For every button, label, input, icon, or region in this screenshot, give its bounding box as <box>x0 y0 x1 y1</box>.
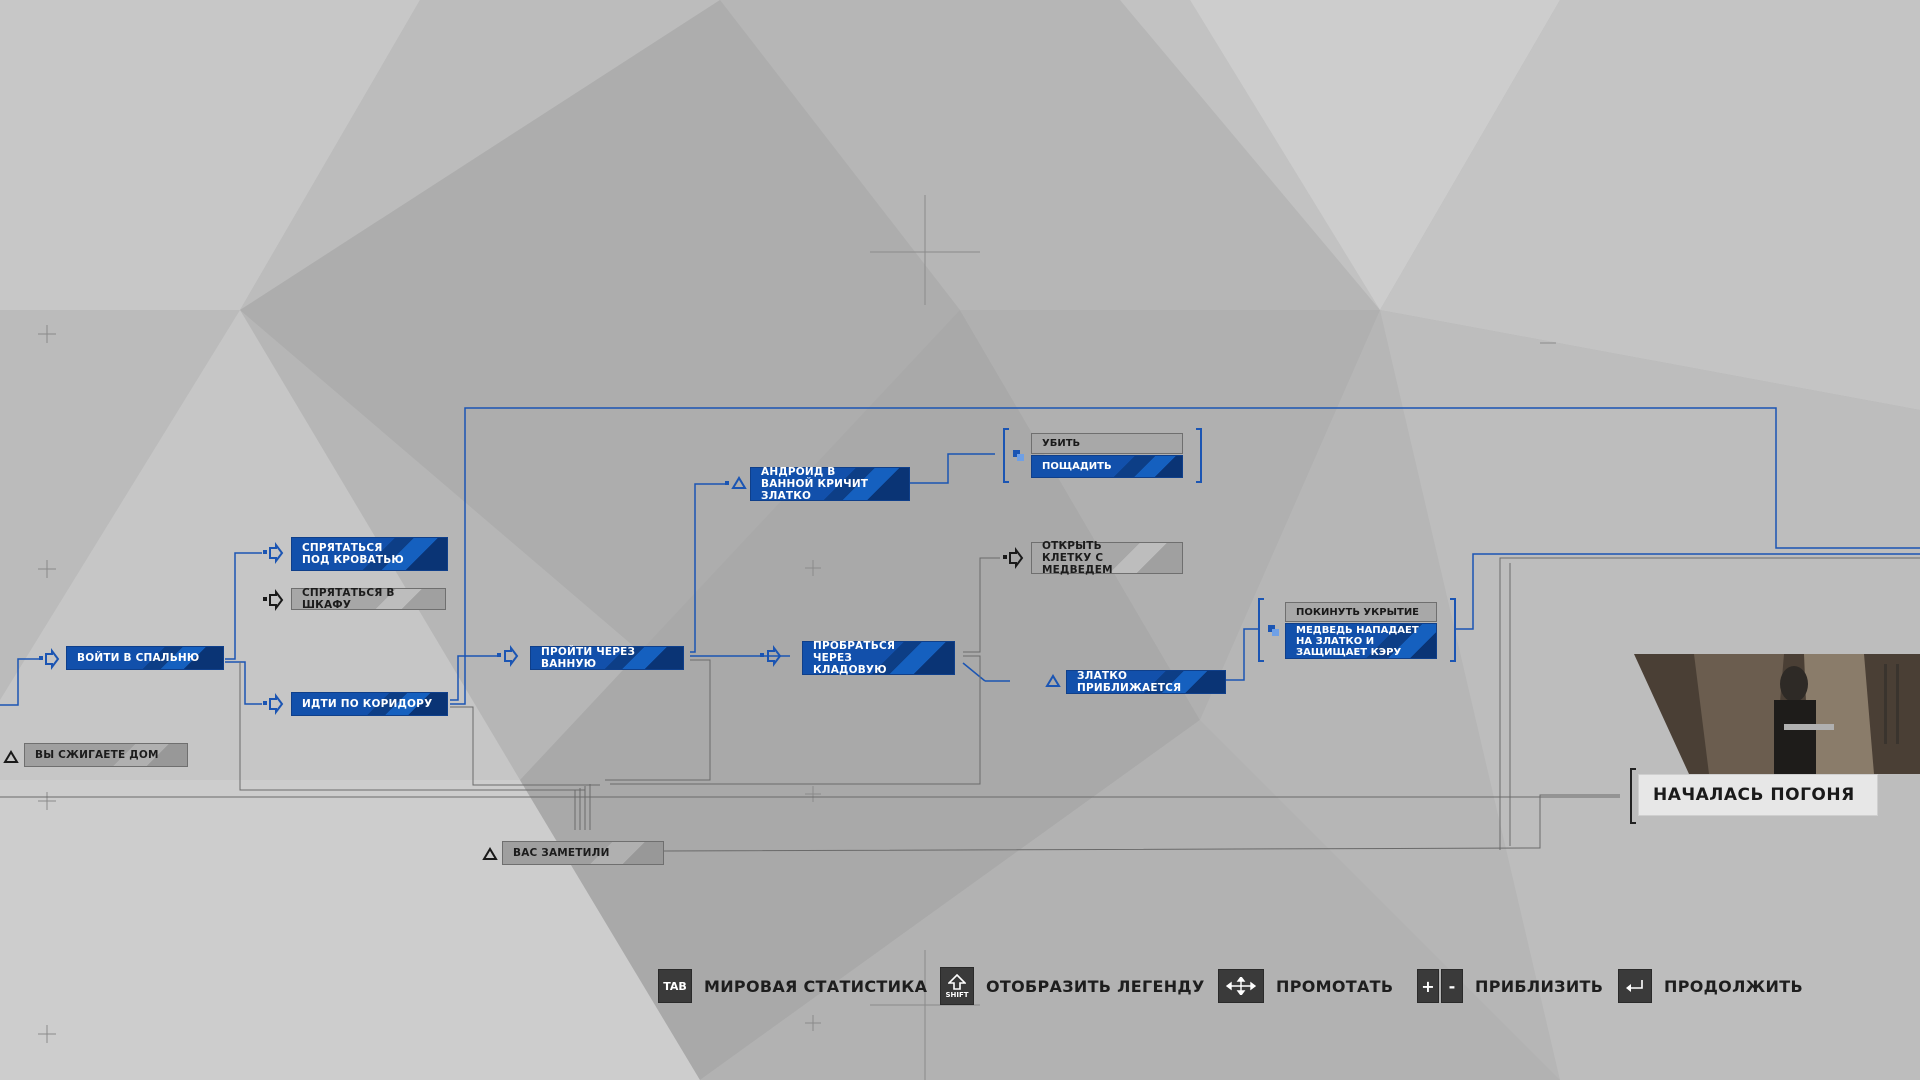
node-through-storage[interactable]: ПРОБРАТЬСЯ ЧЕРЕЗ КЛАДОВУЮ <box>802 640 955 676</box>
choice-option-spare[interactable]: ПОЩАДИТЬ <box>1031 455 1183 478</box>
node-label: ПРОБРАТЬСЯ ЧЕРЕЗ КЛАДОВУЮ <box>813 640 896 676</box>
node-zlatko-approaches[interactable]: ЗЛАТКО ПРИБЛИЖАЕТСЯ <box>1066 670 1226 694</box>
move-arrows-icon <box>1218 969 1264 1003</box>
choice-kill-spare: УБИТЬ ПОЩАДИТЬ <box>1031 433 1183 478</box>
hint-zoom[interactable]: + - ПРИБЛИЗИТЬ <box>1417 968 1603 1004</box>
chase-thumbnail[interactable] <box>1634 654 1920 774</box>
node-hide-under-bed[interactable]: СПРЯТАТЬСЯ ПОД КРОВАТЬЮ <box>291 537 448 571</box>
node-label: ОТКРЫТЬ КЛЕТКУ С МЕДВЕДЕМ <box>1042 540 1113 576</box>
tab-key-icon: TAB <box>658 969 692 1003</box>
hint-label: МИРОВАЯ СТАТИСТИКА <box>704 976 928 996</box>
up-arrow-icon <box>948 973 966 990</box>
node-label: ВЫ СЖИГАЕТЕ ДОМ <box>35 749 159 761</box>
node-spotted[interactable]: ВАС ЗАМЕТИЛИ <box>502 841 664 865</box>
choice-option-bear-attacks[interactable]: МЕДВЕДЬ НАПАДАЕТ НА ЗЛАТКО И ЗАЩИЩАЕТ КЭ… <box>1285 623 1437 659</box>
node-go-corridor[interactable]: ИДТИ ПО КОРИДОРУ <box>291 692 448 716</box>
node-chase-started[interactable]: НАЧАЛАСЬ ПОГОНЯ <box>1638 774 1878 816</box>
key-label: TAB <box>663 979 687 993</box>
hint-label: ПРОМОТАТЬ <box>1276 976 1394 996</box>
minus-key-icon: - <box>1441 969 1463 1003</box>
node-label: ПРОЙТИ ЧЕРЕЗ ВАННУЮ <box>541 646 636 670</box>
node-android-bathroom[interactable]: АНДРОИД В ВАННОЙ КРИЧИТ ЗЛАТКО <box>750 466 910 502</box>
node-enter-bedroom[interactable]: ВОЙТИ В СПАЛЬНЮ <box>66 646 224 670</box>
hint-show-legend[interactable]: SHIFT ОТОБРАЗИТЬ ЛЕГЕНДУ <box>940 967 1205 1005</box>
chase-scene-image <box>1634 654 1920 774</box>
hint-label: ОТОБРАЗИТЬ ЛЕГЕНДУ <box>986 976 1205 996</box>
node-open-cage[interactable]: ОТКРЫТЬ КЛЕТКУ С МЕДВЕДЕМ <box>1031 540 1183 576</box>
hint-label: ПРИБЛИЗИТЬ <box>1475 976 1604 996</box>
hint-world-stats[interactable]: TAB МИРОВАЯ СТАТИСТИКА <box>658 968 927 1004</box>
choice-bracket-left <box>1003 428 1009 483</box>
node-label: СПРЯТАТЬСЯ В ШКАФУ <box>302 587 395 611</box>
key-label: SHIFT <box>945 990 969 999</box>
plus-key-icon: + <box>1417 969 1439 1003</box>
node-through-bathroom[interactable]: ПРОЙТИ ЧЕРЕЗ ВАННУЮ <box>530 646 684 670</box>
node-label: ВОЙТИ В СПАЛЬНЮ <box>77 652 200 664</box>
choice-bracket-right <box>1450 598 1456 662</box>
shift-key-icon: SHIFT <box>940 967 974 1005</box>
node-label: СПРЯТАТЬСЯ ПОД КРОВАТЬЮ <box>302 542 404 566</box>
node-label: ИДТИ ПО КОРИДОРУ <box>302 698 433 710</box>
hint-scroll[interactable]: ПРОМОТАТЬ <box>1218 968 1393 1004</box>
node-label: АНДРОИД В ВАННОЙ КРИЧИТ ЗЛАТКО <box>761 466 869 502</box>
node-hide-in-wardrobe[interactable]: СПРЯТАТЬСЯ В ШКАФУ <box>291 587 446 611</box>
chase-bracket-left <box>1630 768 1636 824</box>
choice-option-kill[interactable]: УБИТЬ <box>1031 433 1183 454</box>
enter-key-icon <box>1618 969 1652 1003</box>
choice-bracket-left <box>1258 598 1264 662</box>
chase-label: НАЧАЛАСЬ ПОГОНЯ <box>1653 785 1855 805</box>
node-label: ЗЛАТКО ПРИБЛИЖАЕТСЯ <box>1077 670 1182 694</box>
node-burn-house[interactable]: ВЫ СЖИГАЕТЕ ДОМ <box>24 743 188 767</box>
choice-leave-cover: ПОКИНУТЬ УКРЫТИЕ МЕДВЕДЬ НАПАДАЕТ НА ЗЛА… <box>1285 602 1437 659</box>
hint-label: ПРОДОЛЖИТЬ <box>1664 976 1803 996</box>
choice-bracket-right <box>1196 428 1202 483</box>
node-label: ВАС ЗАМЕТИЛИ <box>513 847 610 859</box>
choice-option-leave-cover[interactable]: ПОКИНУТЬ УКРЫТИЕ <box>1285 602 1437 622</box>
hint-continue[interactable]: ПРОДОЛЖИТЬ <box>1618 968 1803 1004</box>
